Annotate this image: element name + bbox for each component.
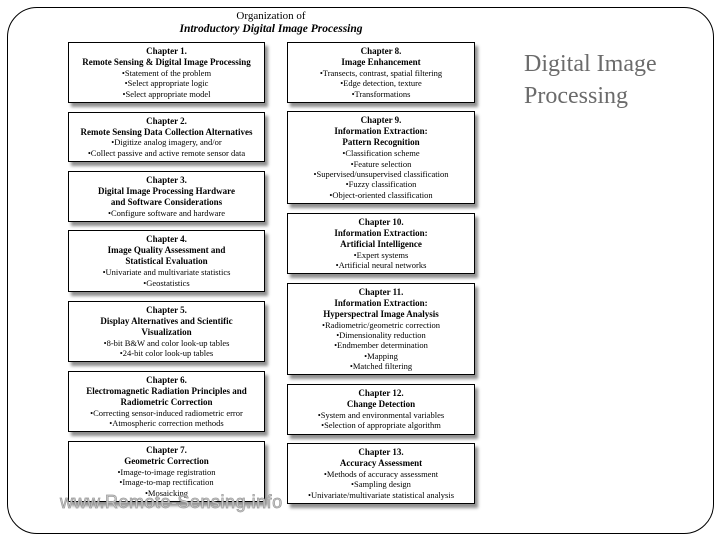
chapter-box: Chapter 9.Information Extraction:Pattern…: [287, 111, 475, 205]
chapter-title-line: Information Extraction:: [334, 126, 428, 137]
chapter-bullet: Configure software and hardware: [71, 208, 262, 218]
chapter-box: Chapter 1.Remote Sensing & Digital Image…: [68, 42, 265, 104]
chapter-box: Chapter 3.Digital Image Processing Hardw…: [68, 170, 265, 222]
chapter-column-left: Chapter 1.Remote Sensing & Digital Image…: [68, 42, 265, 502]
diagram-heading-line2: Introductory Digital Image Processing: [179, 22, 363, 35]
chapter-title-line: Visualization: [141, 326, 192, 337]
chapter-title-line: Chapter 2.: [146, 115, 187, 126]
chapter-title-line: Information Extraction:: [334, 227, 428, 238]
chapter-bullet: Dimensionality reduction: [290, 330, 472, 340]
chapter-bullet: Matched filtering: [290, 361, 472, 371]
chapter-bullet: Select appropriate logic: [71, 78, 262, 88]
chapter-bullet: System and environmental variables: [290, 410, 472, 420]
chapter-bullet: Univariate/multivariate statistical anal…: [290, 490, 472, 500]
chapter-column-right: Chapter 8.Image EnhancementTransects, co…: [287, 42, 475, 504]
chapter-title-line: Statistical Evaluation: [125, 256, 208, 267]
chapter-bullet: Image-to-image registration: [71, 467, 262, 477]
chapter-bullet: Radiometric/geometric correction: [290, 320, 472, 330]
chapter-box: Chapter 8.Image EnhancementTransects, co…: [287, 42, 475, 104]
chapter-title-line: Chapter 4.: [146, 234, 187, 245]
chapter-title-line: Electromagnetic Radiation Principles and: [86, 385, 247, 396]
chapter-bullet: Transects, contrast, spatial filtering: [290, 68, 472, 78]
chapter-title-line: Accuracy Assessment: [339, 457, 423, 468]
chapter-bullet: 24-bit color look-up tables: [71, 348, 262, 358]
chapter-bullet: Feature selection: [290, 159, 472, 169]
chapter-title-line: Chapter 7.: [146, 444, 187, 455]
chapter-bullet: Supervised/unsupervised classification: [290, 169, 472, 179]
chapter-title-line: Hyperspectral Image Analysis: [323, 308, 439, 319]
chapter-bullet: Atmospheric correction methods: [71, 418, 262, 428]
chapter-title-line: Chapter 5.: [146, 304, 187, 315]
chapter-title-line: Chapter 13.: [358, 446, 404, 457]
chapter-bullet: Selection of appropriate algorithm: [290, 420, 472, 430]
chapter-box: Chapter 5.Display Alternatives and Scien…: [68, 300, 265, 363]
chapter-title-line: Change Detection: [346, 398, 416, 409]
chapter-bullet: Statement of the problem: [71, 68, 262, 78]
chapter-bullet: Edge detection, texture: [290, 78, 472, 88]
chapter-title-line: Chapter 1.: [146, 46, 187, 56]
diagram-heading-line1: Organization of: [236, 10, 306, 22]
chapter-bullet: Expert systems: [290, 250, 472, 260]
chapter-bullet: Collect passive and active remote sensor…: [71, 148, 262, 158]
chapter-title-line: Remote Sensing Data Collection Alternati…: [80, 126, 253, 137]
chapter-title-line: Chapter 9.: [360, 115, 402, 126]
chapter-bullet: 8-bit B&W and color look-up tables: [71, 338, 262, 348]
chapter-title-line: Chapter 10.: [358, 216, 404, 227]
diagram-heading: Organization of Introductory Digital Ima…: [65, 10, 477, 36]
chapter-box: Chapter 2.Remote Sensing Data Collection…: [68, 111, 265, 163]
chapter-bullet: Classification scheme: [290, 148, 472, 158]
chapter-bullet: Endmember determination: [290, 340, 472, 350]
chapter-box: Chapter 10.Information Extraction:Artifi…: [287, 212, 475, 275]
chapter-title-line: Display Alternatives and Scientific: [100, 315, 233, 326]
chapter-title-line: Chapter 6.: [146, 374, 187, 385]
chapter-title-line: Artificial Intelligence: [340, 238, 422, 249]
chapter-title-line: Radiometric Correction: [120, 396, 213, 407]
slide-title-line1: Digital Image: [524, 51, 657, 77]
chapter-bullet: Mapping: [290, 351, 472, 361]
chapter-bullet: Methods of accuracy assessment: [290, 469, 472, 479]
chapter-bullet: Mosaicking: [71, 488, 262, 498]
chapter-title-line: Chapter 8.: [360, 46, 402, 56]
chapter-bullet: Artificial neural networks: [290, 260, 472, 270]
chapter-title-line: Chapter 11.: [358, 286, 404, 297]
watermark: www.Remote-Sensing.info: [60, 492, 283, 513]
chapter-title-line: Remote Sensing & Digital Image Processin…: [82, 56, 251, 67]
chapter-title-line: Image Quality Assessment and: [107, 245, 226, 256]
chapter-title-line: Information Extraction:: [334, 297, 428, 308]
chapter-box: Chapter 11.Information Extraction:Hypers…: [287, 282, 475, 376]
chapter-bullet: Geostatistics: [71, 278, 262, 288]
chapter-bullet: Select appropriate model: [71, 89, 262, 99]
chapter-bullet: Correcting sensor-induced radiometric er…: [71, 408, 262, 418]
chapter-bullet: Object-oriented classification: [290, 190, 472, 200]
chapter-title-line: Digital Image Processing Hardware: [98, 185, 235, 196]
chapter-bullet: Digitize analog imagery, and/or: [71, 137, 262, 147]
chapter-bullet: Univariate and multivariate statistics: [71, 267, 262, 277]
chapter-box: Chapter 6.Electromagnetic Radiation Prin…: [68, 370, 265, 433]
chapter-box: Chapter 12.Change DetectionSystem and en…: [287, 383, 475, 435]
chapter-title-line: Image Enhancement: [341, 56, 421, 67]
chapter-bullet: Sampling design: [290, 479, 472, 489]
chapter-title-line: and Software Considerations: [110, 196, 223, 207]
chapter-title-line: Chapter 3.: [146, 174, 187, 185]
chapter-title-line: Geometric Correction: [124, 455, 209, 466]
slide-title: Digital Image Processing: [524, 48, 704, 113]
chapter-title-line: Chapter 12.: [358, 387, 404, 398]
chapter-box: Chapter 13.Accuracy AssessmentMethods of…: [287, 442, 475, 504]
chapter-box: Chapter 7.Geometric CorrectionImage-to-i…: [68, 440, 265, 502]
chapter-title-line: Pattern Recognition: [342, 137, 420, 148]
chapter-bullet: Image-to-map rectification: [71, 477, 262, 487]
chapter-bullet: Transformations: [290, 89, 472, 99]
chapter-bullet: Fuzzy classification: [290, 179, 472, 189]
slide-title-line2: Processing: [524, 83, 628, 110]
